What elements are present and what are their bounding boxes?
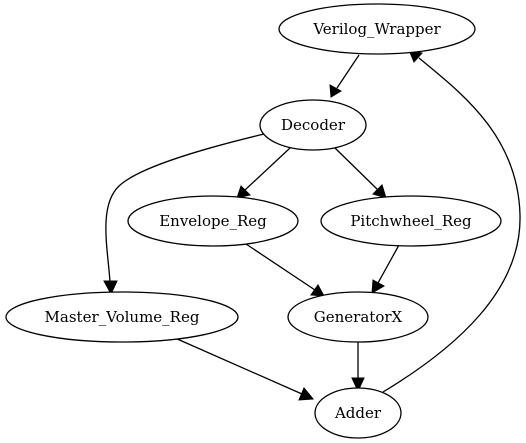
node-label: Pitchwheel_Reg xyxy=(350,212,472,230)
node-label: Decoder xyxy=(281,116,346,134)
node-label: Verilog_Wrapper xyxy=(312,20,441,38)
edge-pitchwheel-reg-to-generatorx xyxy=(371,244,400,294)
node-pitchwheel-reg[interactable]: Pitchwheel_Reg xyxy=(320,195,502,247)
edge-decoder-to-envelope-reg xyxy=(236,147,291,199)
node-generatorx[interactable]: GeneratorX xyxy=(287,291,429,343)
edge-verilog-wrapper-to-decoder xyxy=(329,54,360,98)
node-master-volume-reg[interactable]: Master_Volume_Reg xyxy=(5,291,239,343)
node-verilog-wrapper[interactable]: Verilog_Wrapper xyxy=(278,3,476,55)
node-decoder[interactable]: Decoder xyxy=(259,99,367,151)
edge-generatorx-to-adder xyxy=(351,340,365,393)
edge-master-volume-reg-to-adder xyxy=(174,337,314,401)
node-label: Master_Volume_Reg xyxy=(45,308,200,326)
node-label: GeneratorX xyxy=(314,308,403,326)
edges xyxy=(103,49,521,401)
edge-decoder-to-master-volume-reg xyxy=(103,133,265,296)
node-label: Adder xyxy=(334,404,382,422)
nodes: Verilog_Wrapper Decoder Envelope_Reg Pit… xyxy=(5,3,502,439)
edge-envelope-reg-to-generatorx xyxy=(245,243,325,297)
node-envelope-reg[interactable]: Envelope_Reg xyxy=(127,195,299,247)
node-label: Envelope_Reg xyxy=(159,212,267,230)
edge-decoder-to-pitchwheel-reg xyxy=(334,147,387,199)
node-adder[interactable]: Adder xyxy=(314,387,402,439)
